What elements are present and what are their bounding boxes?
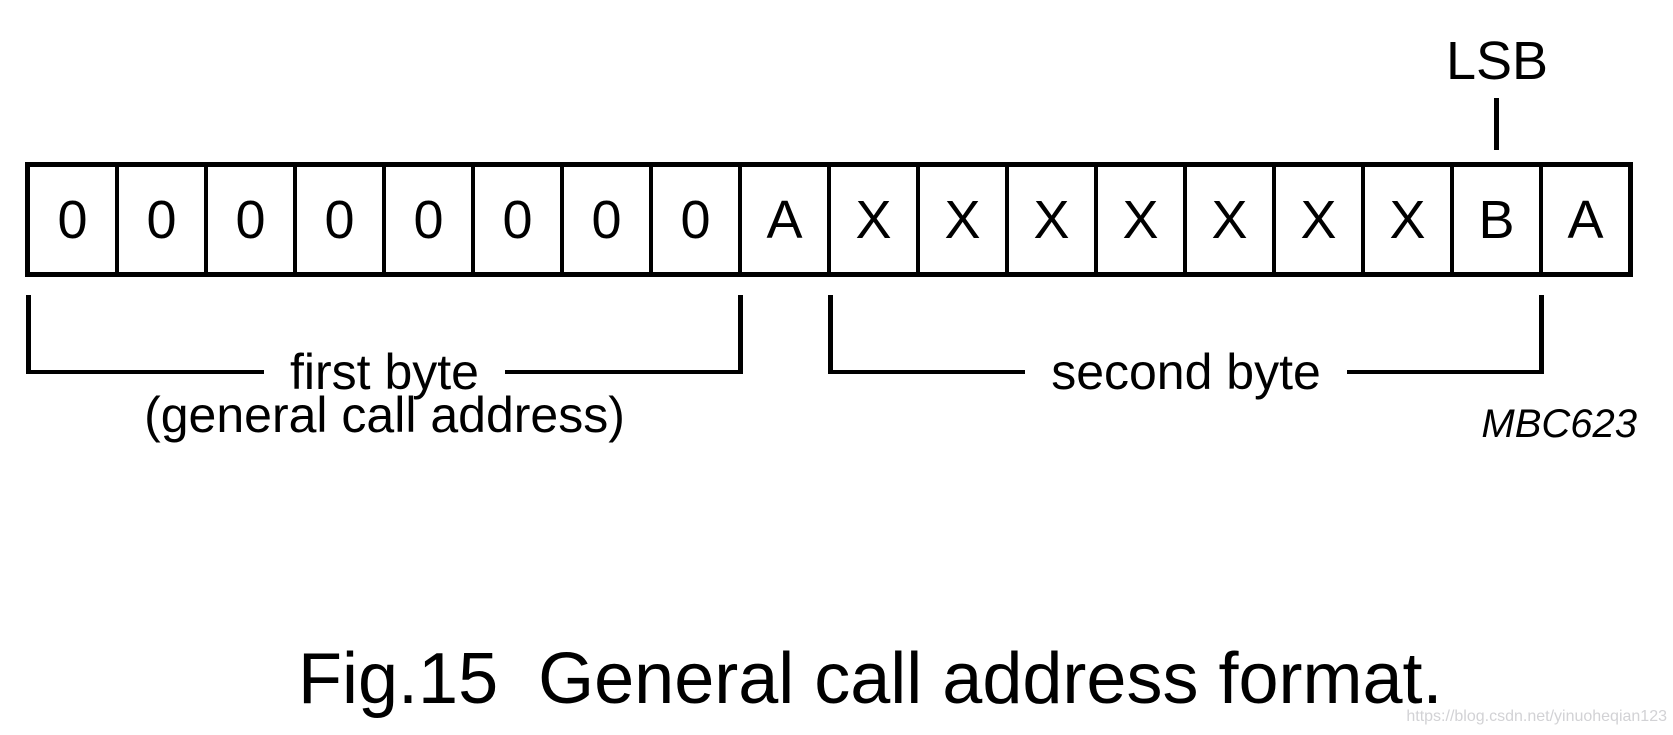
drawing-code: MBC623 <box>1481 402 1637 446</box>
figure-title: General call address format. <box>538 639 1443 719</box>
first-byte-label: first byte <box>290 344 479 400</box>
lsb-label: LSB <box>1445 31 1549 91</box>
bit-cell: 0 <box>386 167 475 272</box>
bit-cell: X <box>1009 167 1098 272</box>
bracket-line <box>1346 370 1540 374</box>
bit-cell: X <box>1365 167 1454 272</box>
bit-cell: X <box>1098 167 1187 272</box>
bit-cell: X <box>1187 167 1276 272</box>
ack-cell: A <box>1567 189 1604 250</box>
bracket-line <box>833 370 1026 374</box>
second-byte-bracket: second byte <box>828 295 1544 397</box>
lsb-pointer-line <box>1494 98 1499 150</box>
figure-caption: Fig.15 General call address format. <box>298 643 1443 715</box>
bit-cell: 0 <box>297 167 386 272</box>
bit-row: 0 0 0 0 0 0 0 0 A X X X X X X X B A <box>25 162 1633 277</box>
bit-cell: X <box>920 167 1009 272</box>
ack-cell: A <box>742 167 831 272</box>
bit-cell: X <box>1276 167 1365 272</box>
bit-cell: 0 <box>564 167 653 272</box>
bit-cell: 0 <box>208 167 297 272</box>
watermark-url: https://blog.csdn.net/yinuoheqian123 <box>1406 708 1667 725</box>
bit-cell: X <box>831 167 920 272</box>
bit-cell: 0 <box>119 167 208 272</box>
first-byte-sublabel: (general call address) <box>144 387 625 443</box>
lsb-bit-cell: B <box>1454 167 1543 272</box>
bit-cell: 0 <box>30 167 119 272</box>
bit-cell: 0 <box>653 167 742 272</box>
bit-cell: 0 <box>475 167 564 272</box>
second-byte-label: second byte <box>1051 344 1321 400</box>
first-byte-bracket: first byte <box>26 295 743 397</box>
bracket-line <box>504 370 739 374</box>
bracket-line <box>31 370 265 374</box>
figure-number: Fig.15 <box>298 639 499 719</box>
